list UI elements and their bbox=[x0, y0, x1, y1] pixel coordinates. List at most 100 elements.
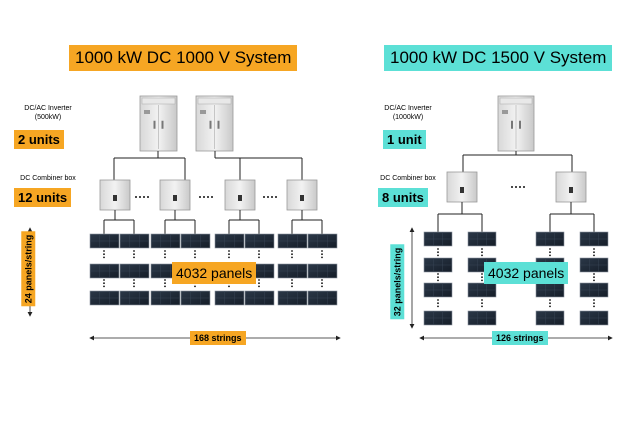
left-title: 1000 kW DC 1000 V System bbox=[69, 45, 298, 71]
dots-icon bbox=[321, 282, 323, 285]
dots-icon bbox=[258, 285, 260, 288]
dots-icon bbox=[207, 196, 209, 198]
dots-icon bbox=[228, 250, 230, 252]
dots-icon bbox=[481, 305, 483, 308]
inverter-top-vent bbox=[499, 97, 533, 105]
dots-icon bbox=[291, 285, 293, 288]
dots-icon bbox=[258, 253, 260, 256]
dots-icon bbox=[267, 196, 269, 198]
dots-icon bbox=[103, 256, 105, 259]
right-panels-total: 4032 panels bbox=[484, 262, 569, 284]
left-panels-total: 4032 panels bbox=[172, 262, 257, 284]
inverter-handle bbox=[519, 120, 521, 129]
inverter-handle bbox=[153, 120, 156, 129]
dots-icon bbox=[481, 279, 483, 282]
right-combiner-count: 8 units bbox=[378, 188, 428, 207]
dots-icon bbox=[135, 196, 137, 198]
dots-icon bbox=[228, 285, 230, 288]
dots-icon bbox=[593, 302, 595, 305]
dots-icon bbox=[164, 282, 166, 285]
left-strings-total: 168 strings bbox=[190, 331, 246, 345]
combiner-switch bbox=[238, 195, 242, 201]
dots-icon bbox=[275, 196, 277, 198]
dots-icon bbox=[194, 250, 196, 252]
dots-icon bbox=[263, 196, 265, 198]
dots-icon bbox=[515, 186, 517, 188]
dots-icon bbox=[321, 253, 323, 256]
combiner-switch bbox=[460, 187, 464, 193]
dots-icon bbox=[481, 251, 483, 254]
inverter-display bbox=[200, 110, 206, 114]
dots-icon bbox=[194, 253, 196, 256]
dots-icon bbox=[593, 305, 595, 308]
dots-icon bbox=[199, 196, 201, 198]
dots-icon bbox=[321, 250, 323, 252]
dots-icon bbox=[133, 253, 135, 256]
dots-icon bbox=[437, 248, 439, 250]
dots-icon bbox=[593, 279, 595, 282]
left-inverter-count: 2 units bbox=[14, 130, 64, 149]
dots-icon bbox=[437, 299, 439, 301]
dots-icon bbox=[481, 254, 483, 257]
right-combiner-label: DC Combiner box bbox=[380, 175, 436, 182]
dots-icon bbox=[291, 279, 293, 281]
left-inverter-rating: (500kW) bbox=[34, 114, 62, 121]
combiner-switch bbox=[569, 187, 573, 193]
dots-icon bbox=[481, 273, 483, 275]
dots-icon bbox=[481, 302, 483, 305]
dots-icon bbox=[291, 282, 293, 285]
left-inverter-label: DC/AC Inverter bbox=[24, 105, 72, 112]
dots-icon bbox=[203, 196, 205, 198]
dots-icon bbox=[103, 253, 105, 256]
dots-icon bbox=[321, 256, 323, 259]
dots-icon bbox=[103, 250, 105, 252]
right-inverter-rating: (1000kW) bbox=[392, 114, 424, 121]
dots-icon bbox=[164, 250, 166, 252]
left-combiner-label: DC Combiner box bbox=[20, 175, 76, 182]
dots-icon bbox=[228, 253, 230, 256]
dots-icon bbox=[164, 256, 166, 259]
dots-icon bbox=[593, 248, 595, 250]
dots-icon bbox=[164, 253, 166, 256]
dots-icon bbox=[519, 186, 521, 188]
dots-icon bbox=[481, 299, 483, 301]
dots-icon bbox=[437, 276, 439, 279]
dots-icon bbox=[103, 282, 105, 285]
dots-icon bbox=[593, 254, 595, 257]
dots-icon bbox=[437, 305, 439, 308]
dots-icon bbox=[549, 254, 551, 257]
dots-icon bbox=[143, 196, 145, 198]
dots-icon bbox=[194, 285, 196, 288]
dots-icon bbox=[194, 256, 196, 259]
right-inverter-label: DC/AC Inverter bbox=[384, 105, 432, 112]
dots-icon bbox=[549, 299, 551, 301]
dots-icon bbox=[139, 196, 141, 198]
dots-icon bbox=[321, 285, 323, 288]
dots-icon bbox=[258, 250, 260, 252]
dots-icon bbox=[593, 273, 595, 275]
dots-icon bbox=[103, 279, 105, 281]
dots-icon bbox=[437, 302, 439, 305]
dots-icon bbox=[211, 196, 213, 198]
dots-icon bbox=[133, 256, 135, 259]
dots-icon bbox=[133, 279, 135, 281]
dots-icon bbox=[437, 254, 439, 257]
combiner-switch bbox=[113, 195, 117, 201]
inverter-handle bbox=[161, 120, 164, 129]
dots-icon bbox=[511, 186, 513, 188]
dots-icon bbox=[481, 276, 483, 279]
dots-icon bbox=[593, 251, 595, 254]
dots-icon bbox=[164, 285, 166, 288]
inverter-display bbox=[502, 110, 508, 114]
dots-icon bbox=[481, 248, 483, 250]
right-inverter-count: 1 unit bbox=[383, 130, 426, 149]
dots-icon bbox=[549, 302, 551, 305]
left-panels-per-string: 24 panels/string bbox=[21, 231, 36, 307]
dots-icon bbox=[593, 299, 595, 301]
dots-icon bbox=[133, 250, 135, 252]
left-combiner-count: 12 units bbox=[14, 188, 72, 207]
inverter-handle bbox=[209, 120, 212, 129]
dots-icon bbox=[103, 285, 105, 288]
dots-icon bbox=[228, 256, 230, 259]
dots-icon bbox=[437, 279, 439, 282]
